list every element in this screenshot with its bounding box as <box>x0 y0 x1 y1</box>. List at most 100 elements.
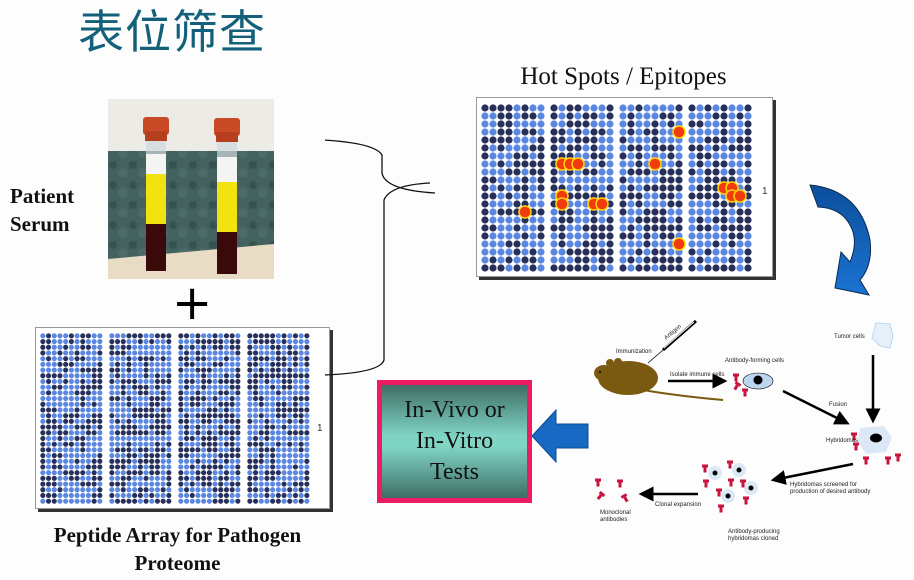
peptide-spot <box>287 384 293 390</box>
peptide-spot <box>51 470 57 476</box>
peptide-spot <box>91 424 97 430</box>
hotspot-marker <box>672 125 686 139</box>
peptide-spot <box>51 464 57 470</box>
peptide-spot <box>85 378 92 385</box>
peptide-spot <box>247 373 253 379</box>
peptide-spot <box>166 356 172 362</box>
peptide-spot <box>651 120 659 128</box>
peptide-spot <box>114 424 121 430</box>
peptide-spot <box>270 384 276 390</box>
peptide-spot <box>304 470 310 476</box>
peptide-spot <box>606 184 614 192</box>
peptide-spot <box>97 344 103 350</box>
peptide-spot <box>481 248 489 256</box>
peptide-spot <box>63 498 69 504</box>
peptide-spot <box>201 492 207 499</box>
peptide-spot <box>80 435 86 442</box>
peptide-spot <box>704 248 712 256</box>
peptide-spot <box>304 498 310 504</box>
peptide-spot <box>252 470 259 476</box>
peptide-spot <box>57 424 63 430</box>
peptide-spot <box>126 435 132 442</box>
peptide-spot <box>149 356 155 362</box>
peptide-spot <box>137 430 143 436</box>
peptide-spot <box>281 413 287 419</box>
peptide-spot <box>80 470 86 476</box>
peptide-spot <box>298 367 304 373</box>
peptide-spot <box>566 224 574 232</box>
peptide-spot <box>74 401 80 407</box>
peptide-spot <box>154 430 161 436</box>
peptide-spot <box>195 452 201 459</box>
peptide-spot <box>252 475 259 481</box>
peptide-spot <box>166 424 172 430</box>
peptide-spot <box>97 458 103 464</box>
peptide-spot <box>149 361 155 367</box>
peptide-spot <box>287 435 293 442</box>
peptide-spot <box>252 356 259 362</box>
peptide-spot <box>229 435 235 442</box>
peptide-spot <box>643 208 651 216</box>
peptide-spot <box>114 338 121 345</box>
peptide-spot <box>80 487 86 493</box>
peptide-spot <box>45 407 52 413</box>
peptide-spot <box>85 413 92 419</box>
peptide-spot <box>154 464 161 470</box>
peptide-spot <box>97 435 103 442</box>
peptide-spot <box>606 112 614 120</box>
peptide-spot <box>63 344 69 350</box>
peptide-spot <box>590 160 598 168</box>
peptide-spot <box>505 120 513 128</box>
peptide-spot <box>143 407 149 413</box>
peptide-spot <box>606 160 614 168</box>
peptide-spot <box>659 216 667 224</box>
peptide-spot <box>736 224 744 232</box>
peptide-spot <box>74 344 80 350</box>
peptide-spot <box>51 435 57 442</box>
peptide-spot <box>137 492 143 499</box>
peptide-spot <box>166 338 172 345</box>
peptide-spot <box>521 256 529 264</box>
peptide-spot <box>120 424 126 430</box>
label-clonal: Clonal expansion <box>655 502 701 508</box>
peptide-spot <box>704 104 712 112</box>
peptide-spot <box>218 407 224 413</box>
peptide-spot <box>667 216 675 224</box>
peptide-spot <box>109 350 115 356</box>
peptide-spot <box>206 470 212 476</box>
peptide-spot <box>137 344 143 350</box>
peptide-spot <box>712 200 720 208</box>
peptide-spot <box>287 413 293 419</box>
peptide-spot <box>489 144 497 152</box>
peptide-spot <box>85 487 92 493</box>
peptide-spot <box>574 144 582 152</box>
peptide-spot <box>229 367 235 373</box>
peptide-spot <box>529 256 537 264</box>
peptide-spot <box>201 373 207 379</box>
peptide-spot <box>529 232 537 240</box>
peptide-spot <box>704 216 712 224</box>
peptide-spot <box>287 481 293 487</box>
peptide-spot <box>513 136 521 144</box>
peptide-spot <box>68 464 74 470</box>
peptide-spot <box>258 333 264 339</box>
peptide-spot <box>183 407 190 413</box>
peptide-spot <box>304 464 310 470</box>
peptide-spot <box>74 498 80 504</box>
peptide-spot <box>45 373 52 379</box>
peptide-spot <box>550 128 558 136</box>
peptide-spot <box>521 136 529 144</box>
peptide-spot <box>189 481 195 487</box>
peptide-spot <box>667 160 675 168</box>
peptide-spot <box>154 424 161 430</box>
peptide-spot <box>143 424 149 430</box>
peptide-spot <box>149 367 155 373</box>
peptide-spot <box>529 168 537 176</box>
peptide-spot <box>513 144 521 152</box>
peptide-spot <box>619 104 627 112</box>
peptide-spot <box>619 248 627 256</box>
peptide-spot <box>688 152 696 160</box>
peptide-spot <box>160 373 166 379</box>
peptide-spot <box>736 176 744 184</box>
peptide-spot <box>149 390 155 396</box>
